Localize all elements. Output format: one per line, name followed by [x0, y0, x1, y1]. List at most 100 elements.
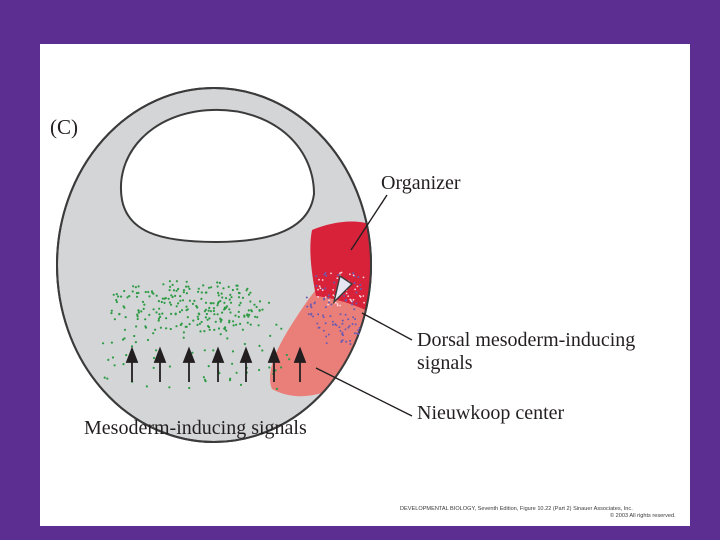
- signal-dot: [327, 294, 330, 297]
- signal-dot: [352, 316, 355, 319]
- signal-dot: [280, 366, 283, 369]
- signal-dot: [169, 303, 173, 306]
- signal-dot: [188, 299, 191, 302]
- slide-panel: (C) Organizer Dorsal mesoderm-inducing s…: [40, 44, 690, 526]
- signal-dot: [355, 302, 358, 305]
- signal-dot: [349, 343, 352, 345]
- signal-dot: [246, 314, 249, 317]
- signal-dot: [148, 295, 151, 298]
- signal-dot: [200, 291, 203, 294]
- mesoderm-signals-label: Mesoderm-inducing signals: [84, 417, 307, 439]
- signal-dot: [336, 277, 339, 280]
- arrow-4: [211, 346, 225, 382]
- signal-dot: [353, 282, 356, 285]
- signal-dot: [358, 327, 361, 329]
- signal-dot: [274, 369, 277, 372]
- signal-dot: [354, 323, 357, 326]
- signal-dot: [317, 296, 319, 298]
- signal-dot: [136, 315, 139, 318]
- signal-dot: [328, 301, 330, 304]
- signal-dot: [147, 290, 150, 294]
- signal-dot: [207, 309, 210, 312]
- signal-dot: [203, 349, 206, 352]
- signal-dot: [157, 319, 160, 322]
- signal-dot: [350, 300, 353, 303]
- signal-dot: [332, 289, 335, 291]
- signal-dot: [327, 296, 330, 299]
- signal-dot: [191, 351, 194, 354]
- signal-dot: [159, 326, 162, 329]
- signal-dot: [218, 281, 221, 284]
- signal-dot: [196, 315, 199, 318]
- signal-dot: [314, 301, 316, 304]
- signal-dot: [341, 319, 344, 322]
- signal-dot: [339, 304, 341, 307]
- signal-dot: [197, 312, 200, 315]
- signal-dot: [353, 332, 356, 335]
- signal-dot: [351, 303, 354, 306]
- signal-dot: [238, 304, 241, 307]
- signal-dot: [185, 285, 188, 288]
- signal-dot: [216, 285, 219, 288]
- signal-dot: [261, 308, 264, 311]
- signal-dot: [212, 302, 215, 305]
- signal-dot: [269, 334, 272, 337]
- signal-dot: [188, 323, 191, 326]
- signal-dot: [239, 322, 242, 325]
- signal-dot: [163, 301, 166, 304]
- signal-dot: [230, 296, 233, 299]
- signal-dot: [216, 313, 219, 316]
- signal-dot: [352, 274, 355, 277]
- signal-dot: [157, 317, 161, 320]
- signal-dot: [217, 291, 220, 294]
- signal-dot: [168, 280, 171, 283]
- signal-dot: [312, 315, 315, 318]
- signal-dot: [115, 293, 118, 296]
- signal-dot: [161, 297, 164, 300]
- signal-dot: [228, 379, 232, 382]
- signal-dot: [315, 275, 318, 278]
- signal-dot: [172, 289, 176, 292]
- signal-dot: [325, 274, 328, 277]
- signal-dot: [359, 288, 362, 290]
- signal-dot: [152, 292, 155, 295]
- signal-dot: [232, 324, 235, 327]
- signal-dot: [327, 303, 329, 306]
- signal-dot: [107, 358, 110, 361]
- signal-dot: [123, 337, 126, 340]
- signal-dot: [247, 309, 250, 312]
- signal-dot: [204, 301, 208, 304]
- signal-dot: [258, 309, 261, 312]
- signal-dot: [332, 294, 335, 297]
- signal-dot: [158, 307, 161, 310]
- signal-dot: [340, 271, 343, 274]
- signal-dot: [306, 305, 309, 308]
- organizer-region: [310, 221, 371, 314]
- dorsal-signals-label-line1: Dorsal mesoderm-inducing: [417, 329, 636, 351]
- signal-dot: [331, 323, 334, 326]
- signal-dot: [182, 331, 185, 334]
- signal-dot: [246, 321, 249, 324]
- signal-dot: [221, 296, 224, 299]
- signal-dot: [247, 293, 251, 296]
- signal-dot: [243, 342, 246, 346]
- signal-dot: [133, 334, 136, 338]
- signal-dot: [333, 281, 336, 284]
- signal-dot: [318, 278, 320, 281]
- signal-dot: [217, 327, 221, 330]
- signal-dot: [356, 285, 359, 288]
- signal-dot: [144, 290, 147, 294]
- signal-dot: [341, 322, 344, 325]
- signal-dot: [317, 288, 319, 291]
- signal-dot: [121, 338, 125, 341]
- signal-dot: [199, 330, 202, 333]
- signal-dot: [137, 311, 140, 314]
- signal-dot: [209, 302, 212, 305]
- signal-dot: [169, 327, 172, 331]
- signal-dot: [137, 309, 140, 312]
- signal-dot: [330, 303, 333, 306]
- embryo-diagram: [56, 87, 413, 443]
- signal-dot: [225, 329, 228, 332]
- organizer-leader-line: [350, 194, 388, 251]
- signal-dot: [339, 313, 342, 316]
